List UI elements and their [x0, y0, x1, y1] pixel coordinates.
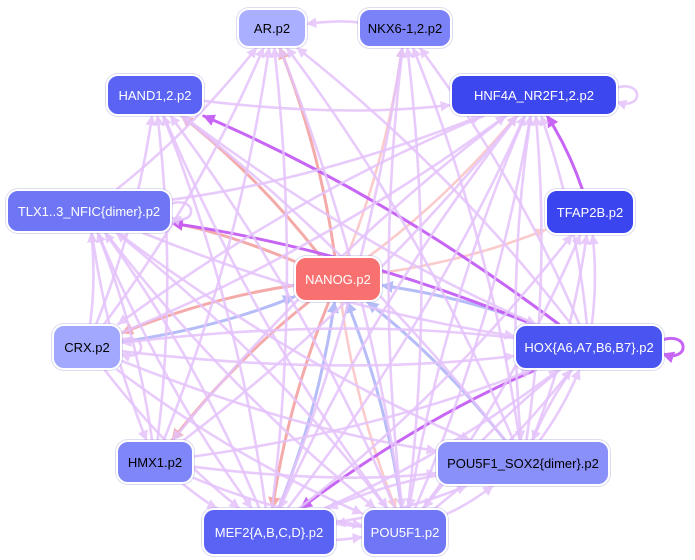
- edge-pou-to-nkx: [403, 46, 423, 510]
- edge-tlx-to-hnf: [170, 114, 482, 201]
- node-nkx6[interactable]: NKX6-1,2.p2: [358, 8, 452, 48]
- edge-crx-to-hox: [120, 349, 516, 367]
- edge-crx-to-nanog: [120, 295, 296, 344]
- edge-pou-to-pousox: [446, 484, 494, 515]
- edge-tlx-to-pousox: [116, 231, 471, 442]
- node-hand[interactable]: HAND1,2.p2: [106, 74, 204, 116]
- edge-hox-to-pousox: [531, 368, 574, 442]
- node-ar[interactable]: AR.p2: [237, 8, 307, 48]
- edge-hnf-to-pou: [405, 114, 527, 510]
- node-hmx1[interactable]: HMX1.p2: [116, 440, 194, 484]
- edge-nkx-to-pou: [387, 46, 407, 510]
- edge-pousox-to-ar: [285, 46, 515, 442]
- edge-hmx-to-pousox: [192, 465, 438, 480]
- node-pou5f1[interactable]: POU5F1.p2: [362, 508, 448, 556]
- edge-tlx-to-pou: [104, 231, 377, 510]
- edge-hnf-to-crx: [117, 114, 485, 326]
- edge-hox-to-crx: [120, 327, 516, 347]
- edge-nanog-to-tfap: [380, 228, 547, 275]
- edge-tlx-to-tlx: [168, 201, 193, 226]
- edge-hmx-to-tlx: [96, 231, 154, 442]
- edge-pousox-to-nkx: [411, 46, 521, 442]
- edge-pousox-to-mef: [327, 474, 438, 510]
- edge-nkx-to-ar: [305, 17, 360, 28]
- node-hox[interactable]: HOX{A6,A7,B6,B7}.p2: [514, 324, 664, 370]
- node-crx[interactable]: CRX.p2: [52, 324, 122, 370]
- edge-hnf-to-hnf: [614, 85, 639, 110]
- edge-hox-to-tfap: [588, 233, 599, 326]
- node-pou5f1-sox2[interactable]: POU5F1_SOX2{dimer}.p2: [436, 440, 610, 486]
- edge-hox-to-hox: [660, 336, 685, 364]
- edge-pou-to-tlx: [115, 231, 388, 510]
- node-nanog[interactable]: NANOG.p2: [294, 256, 382, 302]
- edge-pousox-to-hnf: [525, 114, 543, 442]
- edge-hox-to-ar: [296, 46, 573, 326]
- edge-crx-to-crx: [118, 337, 143, 362]
- edge-crx-to-pou: [116, 368, 364, 515]
- edge-hox-to-pou: [422, 368, 562, 510]
- edge-tfap-to-hnf: [545, 114, 584, 191]
- edge-pousox-to-hox: [538, 368, 581, 442]
- edge-hmx-to-mef: [181, 482, 219, 510]
- edge-tlx-to-mef: [96, 231, 253, 510]
- edge-hnf-to-pousox: [514, 114, 533, 442]
- node-tlx-nfic[interactable]: TLX1..3_NFIC{dimer}.p2: [6, 189, 172, 233]
- node-mef2[interactable]: MEF2{A,B,C,D}.p2: [202, 508, 336, 556]
- edge-hmx-to-hand: [153, 114, 169, 442]
- edge-mef-to-tlx: [103, 231, 261, 510]
- edge-hmx-to-pou: [192, 476, 364, 530]
- edge-mef-to-tfap: [298, 233, 574, 510]
- edge-mef-to-hnf: [286, 114, 526, 510]
- node-tfap2b[interactable]: TFAP2B.p2: [545, 189, 635, 235]
- edge-layer: [87, 17, 685, 544]
- edge-mef-to-pou: [334, 533, 364, 544]
- edge-mef-to-ar: [270, 46, 289, 510]
- edge-hand-to-pou: [162, 114, 389, 510]
- node-hnf4a-nr2f[interactable]: HNF4A_NR2F1,2.p2: [450, 74, 618, 116]
- edge-hox-to-nkx: [418, 46, 581, 326]
- edge-hmx-to-hox: [192, 368, 533, 458]
- edge-hand-to-hox: [181, 114, 537, 326]
